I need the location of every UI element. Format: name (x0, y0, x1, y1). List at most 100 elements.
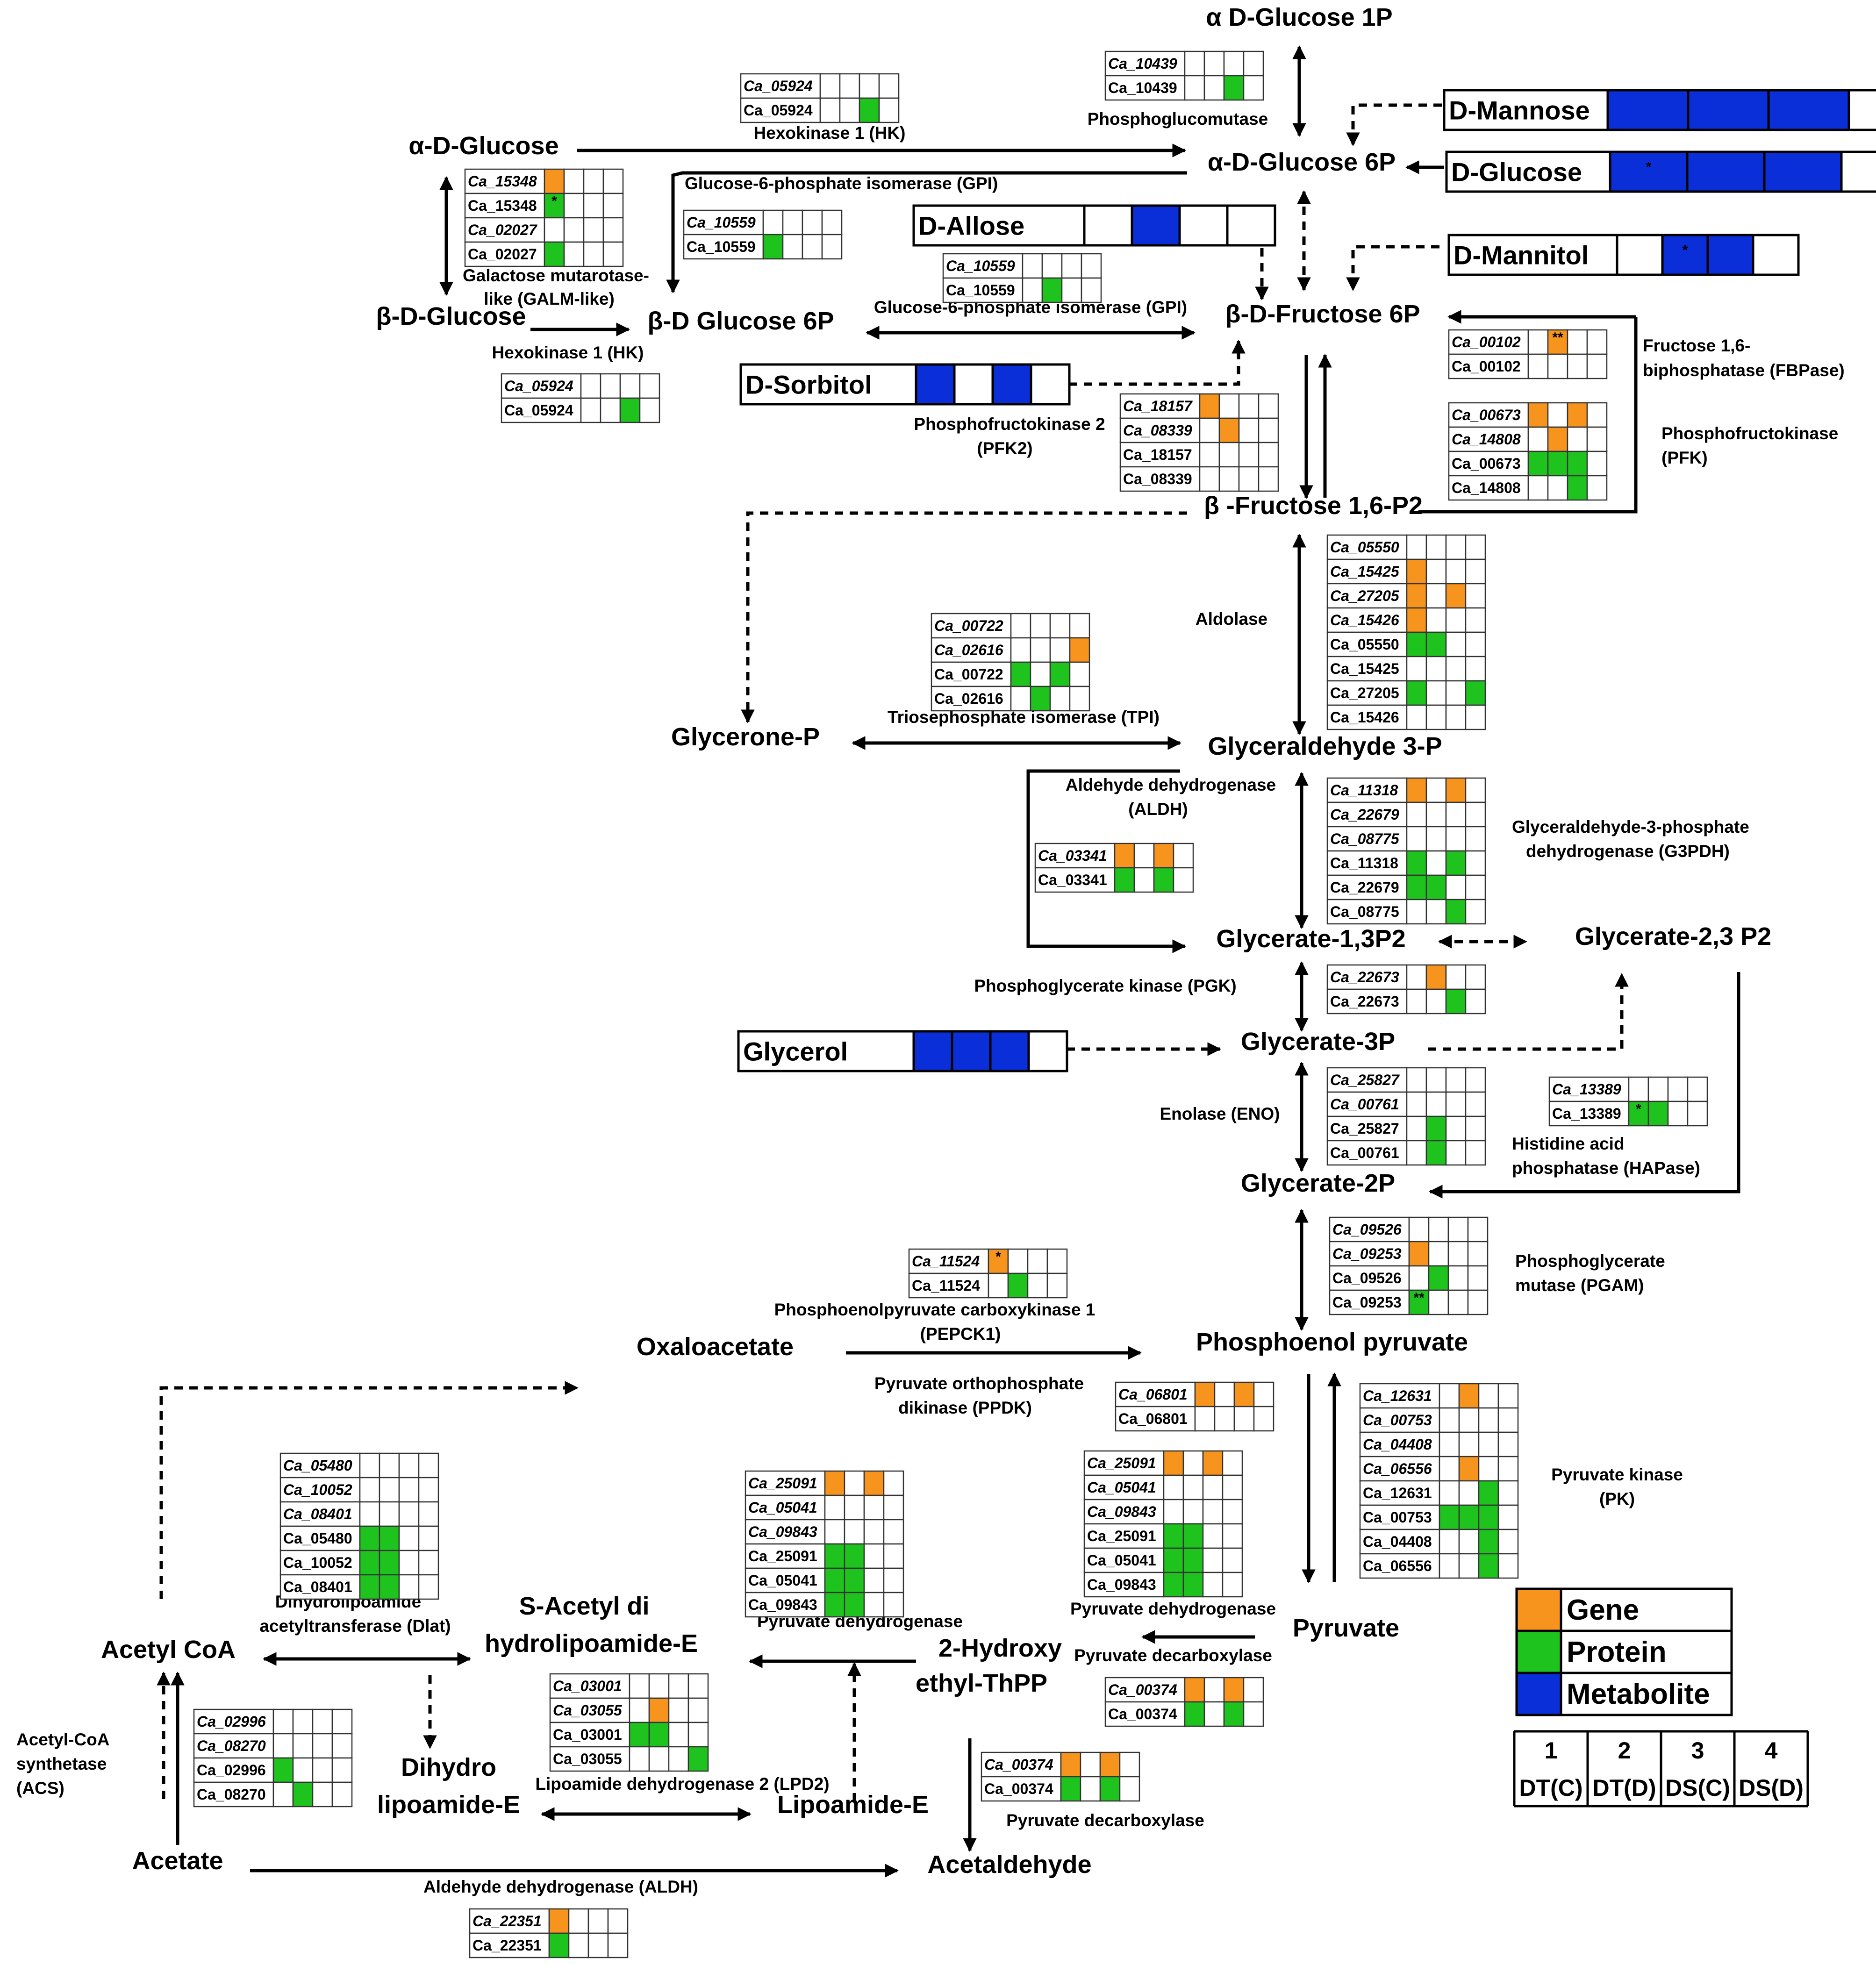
expression-cell (1203, 50, 1225, 77)
expression-cell (1425, 1091, 1447, 1117)
gene-id: Ca_18157 (1123, 398, 1193, 414)
gene-id: Ca_00761 (1330, 1096, 1399, 1113)
expression-cell (1425, 607, 1447, 633)
metabolite-box-mannose: D-Mannose (1443, 89, 1876, 131)
legend-item-metabolite: Metabolite (1515, 1672, 1733, 1716)
expression-cell (1465, 801, 1486, 828)
expression-cell (602, 241, 624, 267)
enzyme-label-pgm: Phosphoglucomutase (1088, 109, 1268, 129)
gene-id: Ca_08401 (283, 1579, 352, 1595)
expression-cell (1030, 613, 1051, 639)
metabolite-box-glucose: D-Glucose* (1445, 150, 1876, 193)
metabolite-bf6p: β-D-Fructose 6P (1225, 300, 1420, 328)
gene-id: Ca_00722 (934, 617, 1003, 634)
expression-cell (1184, 50, 1205, 77)
expression-cell (548, 1932, 570, 1958)
expression-cell (359, 1501, 380, 1527)
significance-star: * (1636, 1101, 1641, 1117)
metabolite-box-cell (989, 1030, 1030, 1072)
pathway-arrow (1026, 769, 1186, 953)
gene-id: Ca_15348 (468, 173, 537, 190)
expression-cell (1465, 558, 1486, 585)
expression-cell (1041, 277, 1063, 303)
expression-cell (1163, 1499, 1184, 1525)
expression-cell (1465, 1140, 1486, 1166)
expression-cell (1214, 1381, 1235, 1408)
expression-cell (1497, 1431, 1519, 1458)
enzyme-label-fbp2: biphosphatase (FBPase) (1643, 361, 1845, 380)
expression-cell (1199, 417, 1220, 443)
expression-cell (1406, 1067, 1427, 1093)
expression-cell (883, 1519, 904, 1545)
expression-cell (1465, 777, 1486, 803)
gene-id: Ca_00761 (1330, 1144, 1399, 1161)
expression-cell (844, 1519, 865, 1545)
gene-id: Ca_08401 (283, 1506, 352, 1522)
expression-cell (629, 1697, 650, 1723)
expression-cell (1408, 1265, 1430, 1291)
expression-cell (1182, 1499, 1204, 1525)
expression-cell (1258, 393, 1279, 419)
pathway-arrow (1054, 340, 1246, 386)
expression-cell (1163, 1523, 1184, 1549)
expression-cell (1061, 253, 1082, 279)
expression-cell (1406, 534, 1427, 560)
expression-cell (1238, 466, 1260, 492)
gene-id: Ca_14808 (1452, 431, 1521, 448)
significance-star: * (1683, 243, 1688, 258)
expression-cell (1243, 75, 1264, 101)
gene-id: Ca_10052 (283, 1554, 352, 1571)
expression-cell (1406, 964, 1427, 990)
metabolite-box-cell (1687, 89, 1770, 131)
gene-id: Ca_12631 (1363, 1387, 1432, 1404)
metabolite-bf16p2: β -Fructose 1,6-P2 (1204, 492, 1423, 520)
gene-id: Ca_03055 (553, 1751, 622, 1767)
expression-cell (639, 397, 660, 423)
expression-cell (1233, 1406, 1255, 1432)
expression-cell (821, 234, 843, 260)
expression-cell (1406, 801, 1427, 828)
expression-cell (1222, 1523, 1243, 1549)
expression-cell (1465, 899, 1486, 925)
gene-id: Ca_00102 (1452, 334, 1521, 350)
expression-cell (1445, 583, 1467, 609)
expression-cell (844, 1567, 865, 1593)
expression-cell (988, 1248, 1009, 1274)
expression-cell (1030, 686, 1051, 712)
expression-cell (1547, 450, 1568, 477)
expression-cell (1567, 353, 1588, 379)
expression-cell (1425, 964, 1447, 990)
expression-cell (863, 1494, 885, 1521)
expression-cell (418, 1452, 439, 1479)
expression-cell (1258, 466, 1279, 492)
expression-table-t_pepck: Ca_11524*Ca_11524 (908, 1248, 1068, 1299)
expression-cell (802, 234, 823, 260)
expression-cell (1586, 450, 1608, 477)
legend-label: Metabolite (1567, 1678, 1710, 1710)
legend-swatch (1515, 1587, 1562, 1632)
enzyme-label-galm1: Galactose mutarotase- (463, 266, 649, 285)
expression-cell (1445, 899, 1467, 925)
metabolite-sadl2: hydrolipoamide-E (485, 1629, 698, 1658)
metabolite-box-cell (1178, 204, 1229, 247)
gene-id: Ca_03341 (1038, 872, 1107, 888)
expression-cell (1027, 1272, 1048, 1299)
expression-cell (1445, 631, 1467, 657)
metabolite-g3pa: Glycerate-3P (1241, 1028, 1395, 1056)
expression-cell (292, 1757, 314, 1783)
expression-cell (1445, 704, 1467, 730)
expression-cell (1119, 1751, 1140, 1778)
legend-item-gene: Gene (1515, 1587, 1733, 1632)
expression-cell (1445, 680, 1467, 706)
expression-cell (1458, 1480, 1480, 1506)
enzyme-label-pfk1: Phosphofructokinase (1661, 424, 1838, 443)
expression-cell (379, 1574, 400, 1600)
enzyme-label-g3pdh1: Glyceraldehyde-3-phosphate (1512, 817, 1749, 836)
enzyme-label-aldh3: Aldehyde dehydrogenase (ALDH) (423, 1877, 698, 1896)
expression-table-t_fbp: Ca_00102**Ca_00102 (1448, 329, 1608, 379)
expression-cell (1478, 1383, 1499, 1409)
